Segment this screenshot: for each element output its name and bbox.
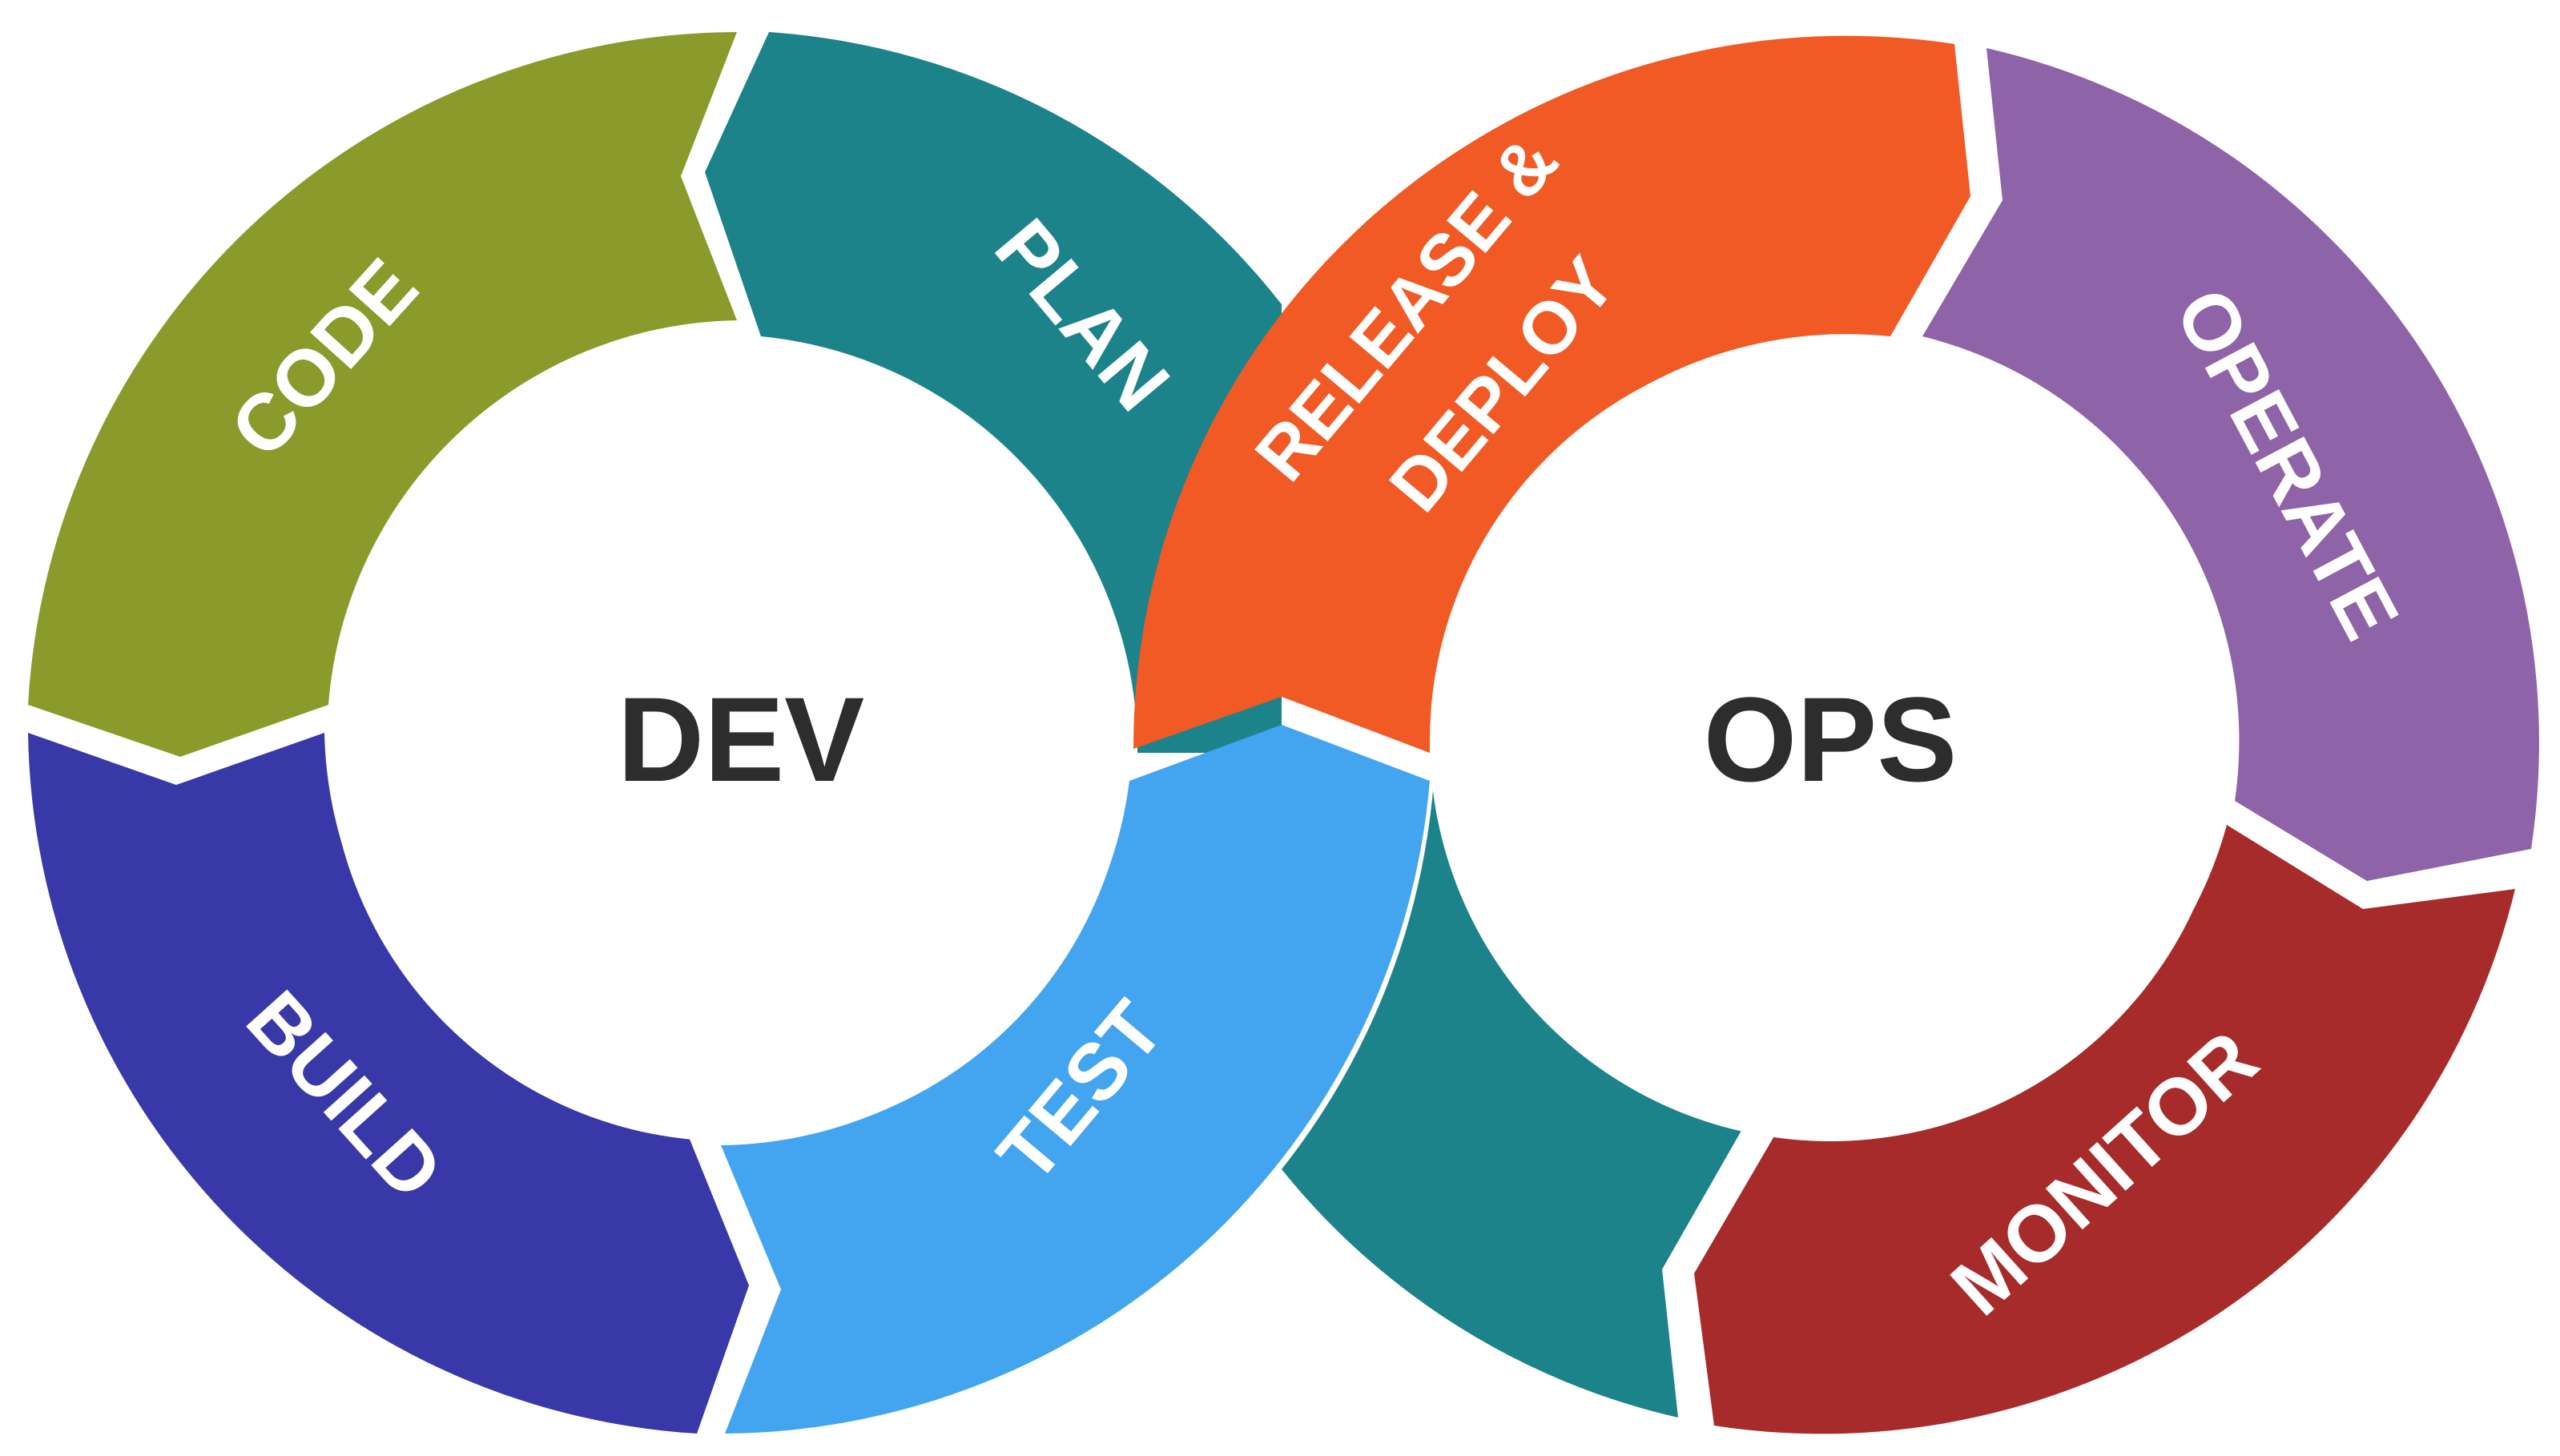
segment-plan xyxy=(705,32,1282,753)
ops-label: OPS xyxy=(1704,672,1958,806)
segment-release-deploy xyxy=(1133,35,1970,753)
segment-monitor xyxy=(1694,825,2515,1434)
segment-code xyxy=(28,32,737,757)
segment-connector xyxy=(1282,781,1742,1418)
ops-center-circle xyxy=(1430,340,2231,1141)
segment-build xyxy=(28,733,749,1434)
segment-operate xyxy=(1922,48,2539,881)
segment-test xyxy=(721,725,1430,1434)
dev-center-circle xyxy=(328,340,1129,1141)
dev-label: DEV xyxy=(618,672,864,806)
